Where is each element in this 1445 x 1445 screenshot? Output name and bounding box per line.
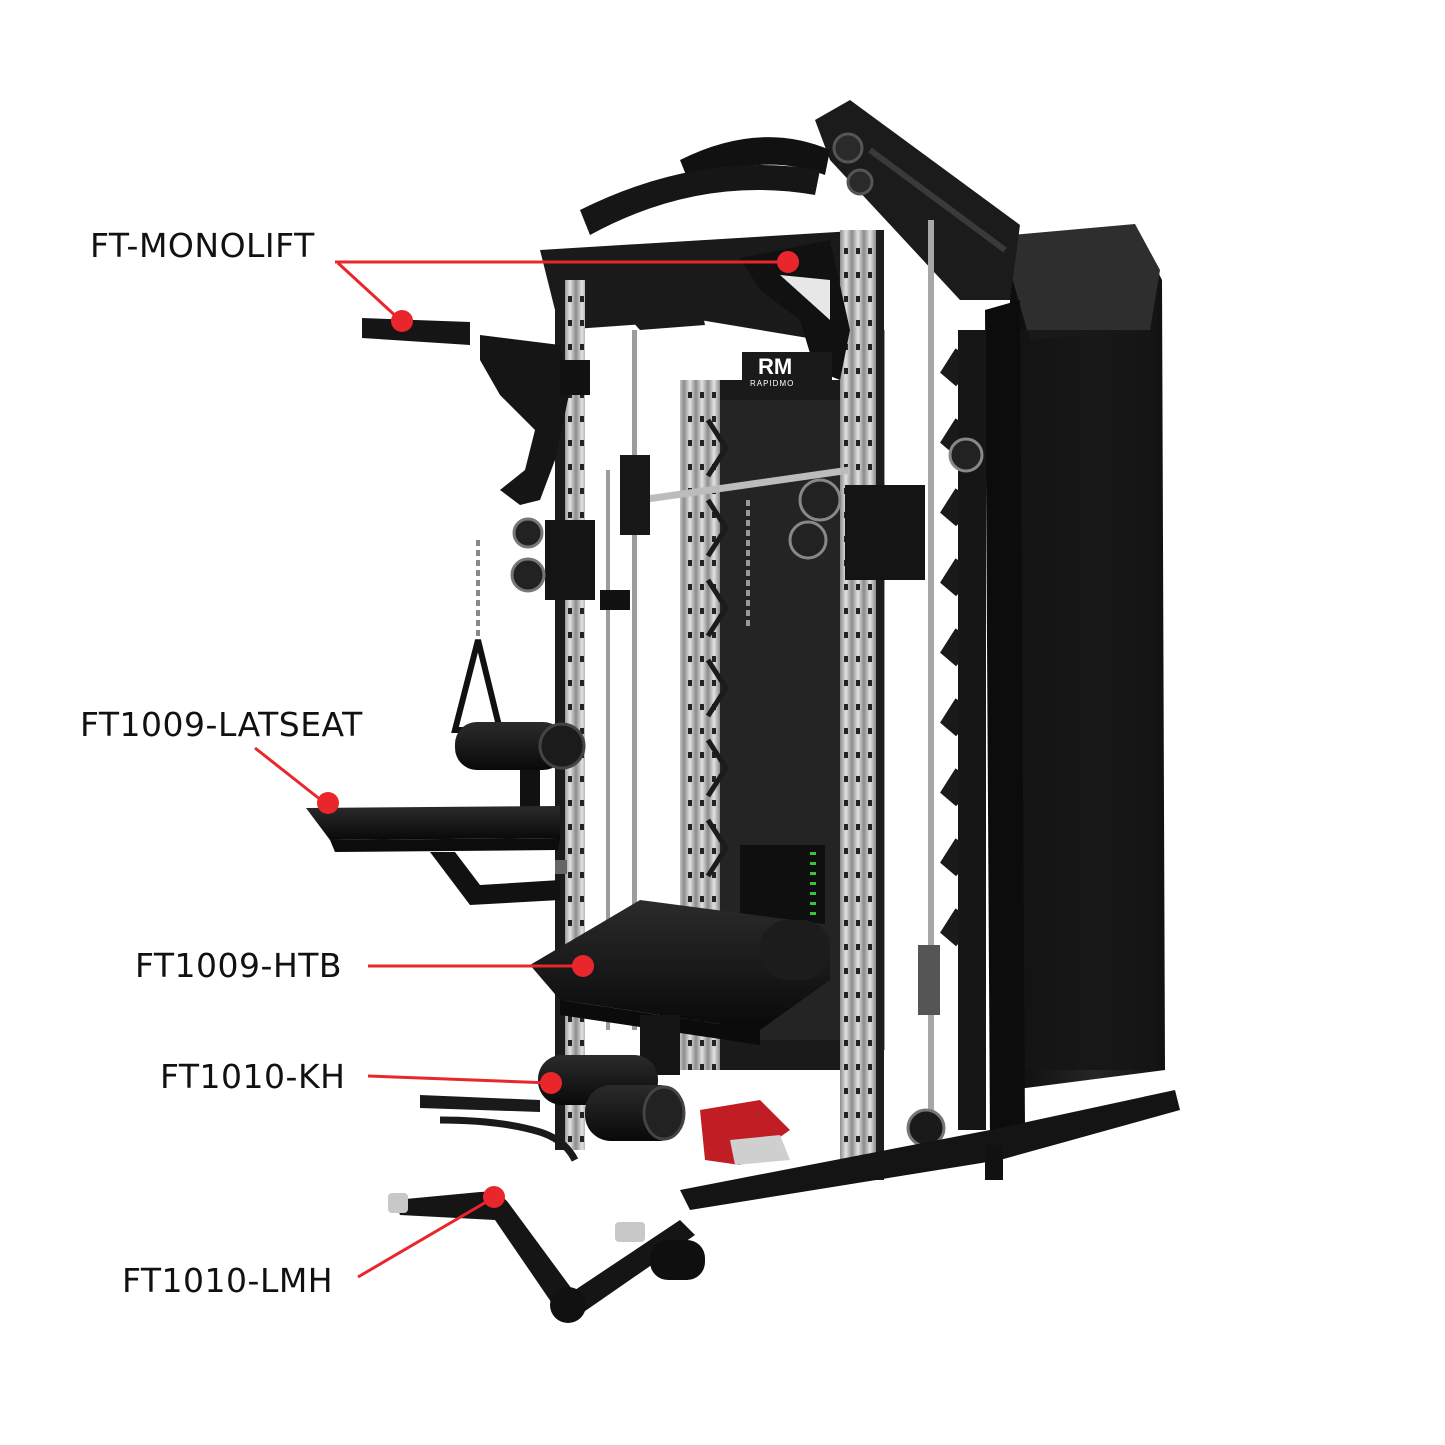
spotter-column xyxy=(906,330,986,1148)
weight-stack-tower xyxy=(985,224,1165,1140)
right-pulley-carriage xyxy=(620,455,925,580)
callout-dots xyxy=(317,251,799,1208)
callout-dot-lmh xyxy=(483,1186,505,1208)
hip-thrust-bench xyxy=(530,900,830,1075)
callout-line-monolift xyxy=(335,260,788,322)
left-pulley-carriage xyxy=(451,517,630,733)
callout-dot-kh xyxy=(540,1072,562,1094)
callout-label-htb: FT1009-HTB xyxy=(135,946,343,985)
brand-logo-wordmark: RAPIDMO xyxy=(750,379,794,388)
knee-hold-attachment xyxy=(420,1055,686,1162)
brand-logo: RM RAPIDMO xyxy=(742,352,832,392)
right-upright xyxy=(840,230,884,1180)
landmine-handle-attachment xyxy=(388,1191,705,1323)
left-upright xyxy=(555,280,585,1150)
brand-logo-letters: RM xyxy=(758,354,792,379)
callout-dot-monolift-a xyxy=(777,251,799,273)
callout-label-kh: FT1010-KH xyxy=(160,1057,346,1096)
callout-lines xyxy=(254,260,788,1279)
callout-dot-latseat xyxy=(317,792,339,814)
base-frame xyxy=(680,1090,1180,1210)
callout-line-lmh xyxy=(357,1196,494,1279)
brand-logo-mark: RM RAPIDMO xyxy=(742,352,832,392)
callout-line-latseat xyxy=(254,746,327,806)
lat-seat-attachment xyxy=(306,722,586,905)
top-frame xyxy=(540,100,1020,350)
callout-label-monolift: FT-MONOLIFT xyxy=(90,226,315,265)
callout-label-latseat: FT1009-LATSEAT xyxy=(80,705,363,744)
callout-dot-htb xyxy=(572,955,594,977)
monolift-arms xyxy=(362,240,850,505)
callout-label-lmh: FT1010-LMH xyxy=(122,1261,334,1300)
callout-dot-monolift-b xyxy=(391,310,413,332)
callout-line-kh xyxy=(367,1074,552,1085)
